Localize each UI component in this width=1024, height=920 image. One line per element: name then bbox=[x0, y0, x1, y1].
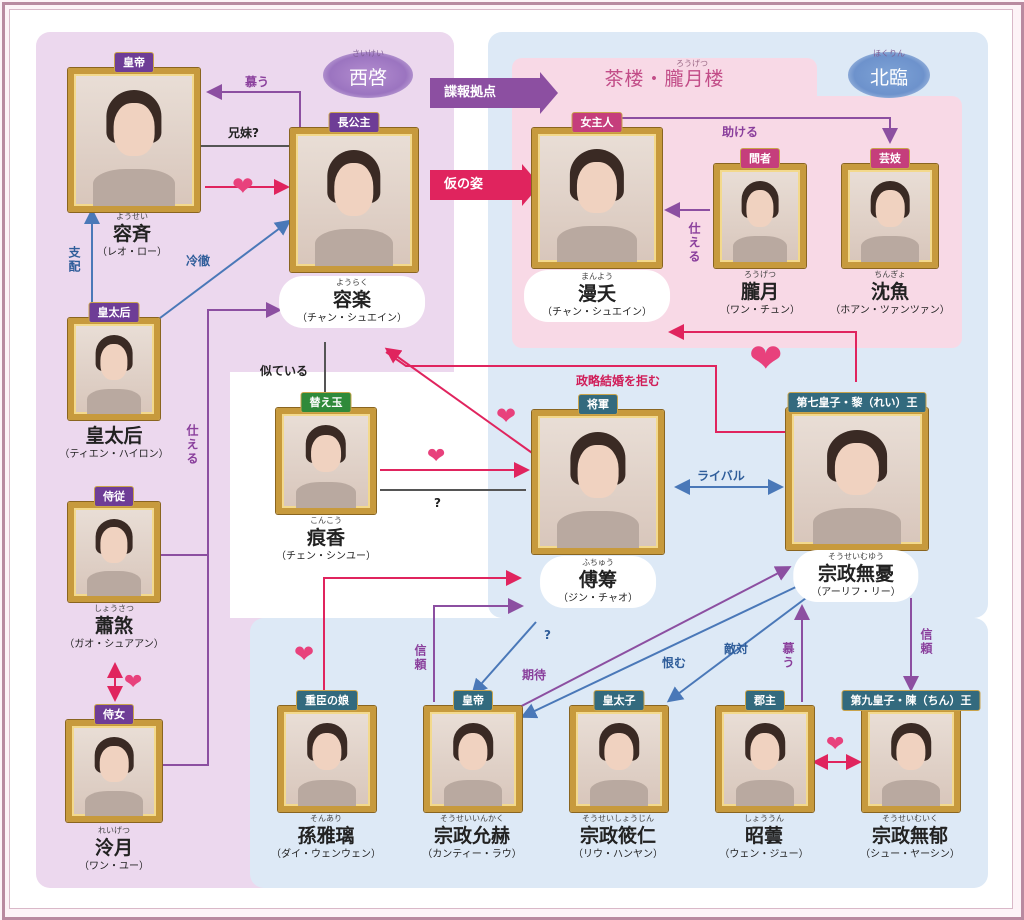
label-resent: 恨む bbox=[662, 656, 687, 670]
label-unknown2: ? bbox=[544, 628, 551, 642]
portrait-emperor-north: 皇帝 bbox=[424, 690, 522, 812]
name-general: ふちゅう傅筹（ジン・チャオ） bbox=[540, 556, 656, 608]
portrait-image bbox=[278, 706, 376, 812]
role-tag: 替え玉 bbox=[300, 392, 352, 413]
role-tag: 皇太后 bbox=[88, 302, 140, 323]
role-tag: 皇太子 bbox=[593, 690, 645, 711]
portrait-seventh-prince: 第七皇子・黎（れい）王 bbox=[786, 392, 928, 550]
portrait-double: 替え玉 bbox=[276, 392, 376, 514]
heart-icon: ❤ bbox=[749, 336, 783, 382]
portrait-image bbox=[424, 706, 522, 812]
label-trust2: 信頼 bbox=[919, 628, 933, 656]
portrait-empress-dowager: 皇太后 bbox=[68, 302, 160, 420]
region-west-label: さいけい西啓 bbox=[323, 49, 413, 98]
portrait-image bbox=[290, 128, 418, 272]
label-admire: 慕う bbox=[245, 75, 270, 89]
portrait-county-princess: 郡主 bbox=[716, 690, 814, 812]
role-tag: 第七皇子・黎（れい）王 bbox=[787, 392, 927, 413]
name-empress-dowager: 皇太后（ティエン・ハイロン） bbox=[59, 425, 169, 460]
name-emperor-north: そうせいいんかく宗政允赫（カンティー・ラウ） bbox=[422, 814, 522, 860]
role-tag: 皇帝 bbox=[453, 690, 493, 711]
name-county-princess: しょううん昭蕓（ウェン・ジュー） bbox=[719, 814, 809, 860]
teahouse-ruby: ろうげつ bbox=[676, 59, 708, 68]
teahouse-title-bg bbox=[512, 58, 817, 98]
portrait-image bbox=[66, 720, 162, 822]
role-tag: 第九皇子・陳（ちん）王 bbox=[841, 690, 981, 711]
label-admire2: 慕う bbox=[781, 642, 795, 670]
role-tag: 長公主 bbox=[328, 112, 380, 133]
name-maid: れいげつ泠月（ワン・ユー） bbox=[79, 826, 149, 872]
label-serve: 仕える bbox=[185, 424, 199, 466]
portrait-emperor-west: 皇帝 bbox=[68, 52, 200, 212]
role-tag: 侍従 bbox=[94, 486, 134, 507]
portrait-attendant: 侍従 bbox=[68, 486, 160, 602]
portrait-princess: 長公主 bbox=[290, 112, 418, 272]
role-tag: 間者 bbox=[740, 148, 780, 169]
heart-question-icon: ❤ bbox=[124, 670, 143, 695]
portrait-image bbox=[68, 502, 160, 602]
portrait-image bbox=[786, 408, 928, 550]
label-hostile: 敵対 bbox=[724, 642, 749, 656]
portrait-spy: 間者 bbox=[714, 148, 806, 268]
name-attendant: しょうさつ蕭煞（ガオ・シュアアン） bbox=[64, 604, 164, 650]
label-resemble: 似ている bbox=[260, 364, 309, 378]
region-north-label: ほくりん北臨 bbox=[848, 49, 930, 98]
heart-question-icon: ❤ bbox=[826, 732, 845, 757]
portrait-image bbox=[68, 68, 200, 212]
label-help: 助ける bbox=[722, 125, 759, 139]
portrait-maid: 侍女 bbox=[66, 704, 162, 822]
role-tag: 侍女 bbox=[94, 704, 134, 725]
label-trust: 信頼 bbox=[413, 644, 427, 672]
portrait-image bbox=[532, 410, 664, 554]
teahouse-title: 茶楼・朧月楼 bbox=[604, 68, 725, 90]
name-princess: ようらく容楽（チャン・シュエイン） bbox=[279, 276, 425, 328]
name-spy: ろうげつ朧月（ワン・チュン） bbox=[720, 270, 800, 316]
name-seventh-prince: そうせいむゆう宗政無憂（アーリフ・リー） bbox=[793, 550, 919, 602]
role-tag: 女主人 bbox=[571, 112, 623, 133]
name-emperor-west: ようせい容斉（レオ・ロー） bbox=[97, 212, 167, 258]
label-rival: ライバル bbox=[697, 469, 745, 483]
portrait-image bbox=[68, 318, 160, 420]
portrait-crown-prince: 皇太子 bbox=[570, 690, 668, 812]
label-expect: 期待 bbox=[522, 668, 547, 682]
portrait-image bbox=[842, 164, 938, 268]
portrait-proprietress: 女主人 bbox=[532, 112, 662, 268]
heart-icon: ❤ bbox=[427, 444, 446, 469]
role-tag: 将軍 bbox=[578, 394, 618, 415]
name-proprietress: まんよう漫夭（チャン・シュエイン） bbox=[524, 270, 670, 322]
portrait-image bbox=[714, 164, 806, 268]
portrait-geisha: 芸妓 bbox=[842, 148, 938, 268]
label-unknown: ? bbox=[434, 496, 441, 510]
label-siblings: 兄妹? bbox=[228, 126, 259, 140]
portrait-general: 将軍 bbox=[532, 394, 664, 554]
role-tag: 皇帝 bbox=[114, 52, 154, 73]
label-refuse-marriage: 政略結婚を拒む bbox=[576, 374, 661, 388]
label-cold: 冷徹 bbox=[186, 254, 211, 268]
name-geisha: ちんぎょ沈魚（ホアン・ツァンツァン） bbox=[830, 270, 950, 316]
heart-icon: ❤ bbox=[232, 172, 254, 202]
role-tag: 重臣の娘 bbox=[296, 690, 358, 711]
portrait-image bbox=[570, 706, 668, 812]
name-crown-prince: そうせいしょうじん宗政筱仁（リウ・ハンヤン） bbox=[573, 814, 663, 860]
name-ninth-prince: そうせいむいく宗政無郁（シュー・ヤーシン） bbox=[860, 814, 960, 860]
label-serve2: 仕える bbox=[687, 222, 701, 264]
role-tag: 郡主 bbox=[745, 690, 785, 711]
heart-icon: ❤ bbox=[496, 402, 517, 430]
name-double: こんこう痕香（チェン・シンユー） bbox=[276, 516, 376, 562]
portrait-image bbox=[276, 408, 376, 514]
heart-icon: ❤ bbox=[294, 640, 315, 668]
name-minister-daughter: そんあり孫雅璃（ダイ・ウェンウェン） bbox=[271, 814, 381, 860]
role-tag: 芸妓 bbox=[870, 148, 910, 169]
portrait-minister-daughter: 重臣の娘 bbox=[278, 690, 376, 812]
portrait-image bbox=[862, 706, 960, 812]
intel-base-arrow: 諜報拠点 bbox=[430, 72, 558, 114]
portrait-ninth-prince: 第九皇子・陳（ちん）王 bbox=[841, 690, 981, 812]
portrait-image bbox=[532, 128, 662, 268]
portrait-image bbox=[716, 706, 814, 812]
disguise-arrow: 仮の姿 bbox=[430, 164, 540, 206]
label-control: 支配 bbox=[67, 246, 81, 274]
